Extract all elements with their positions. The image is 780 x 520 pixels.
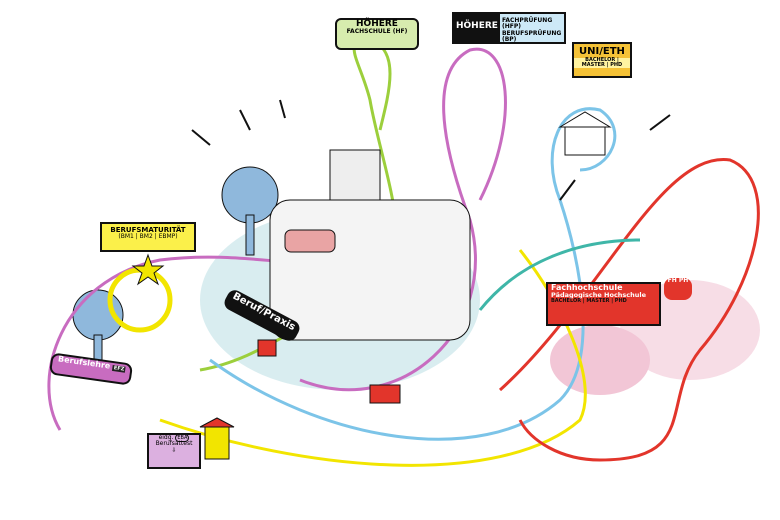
bm-subtitle: (BM1 | BM2 | EBMP): [118, 233, 178, 241]
eba-badge: EBA: [175, 434, 190, 442]
sign-uni-eth: UNI/ETH BACHELOR | MASTER | PHD: [572, 42, 632, 78]
eba-line1: eidg.: [158, 434, 174, 441]
car-icon: [257, 339, 277, 357]
arrow-down-icon: ⇩: [171, 446, 177, 454]
efz-badge: EFZ: [112, 365, 126, 373]
sun-rays: [191, 99, 671, 201]
uni-subtitle: BACHELOR | MASTER | PHD: [574, 57, 630, 68]
booth-icon: [204, 424, 230, 460]
sign-berufsattest: eidg. EBA Berufsattest ⇩: [147, 433, 201, 469]
university-roof: [558, 111, 612, 128]
eba-line2: Berufsattest: [155, 440, 193, 448]
fh-line3: BACHELOR | MASTER | PHD: [551, 298, 627, 305]
bm-title: BERUFSMATURITÄT: [110, 226, 186, 234]
ph-badge: PH: [678, 277, 689, 284]
sign-berufsmaturitaet: BERUFSMATURITÄT (BM1 | BM2 | EBMP): [100, 222, 196, 252]
fh-ph-badge: FH PH: [664, 277, 692, 300]
university-building-icon: [564, 124, 606, 156]
sign-fachhochschule: Fachhochschule Pädagogische Hochschule B…: [546, 282, 661, 326]
hfp-line2: BERUFSPRÜFUNG (BP): [501, 29, 562, 43]
sign-hoehere-fachpruefung: HÖHERE FACHPRÜFUNG (HFP) BERUFSPRÜFUNG (…: [452, 12, 566, 44]
central-castle: [269, 199, 471, 341]
hfp-title: HÖHERE: [454, 14, 500, 42]
bus-icon: [284, 229, 336, 253]
fh-line1: Fachhochschule: [551, 283, 623, 292]
star-icon: [131, 253, 165, 286]
sign-hoehere-fachschule: HÖHERE FACHSCHULE (HF): [335, 18, 419, 50]
hf-title: HÖHERE: [356, 19, 398, 29]
fh-building: [550, 325, 650, 395]
fh-line2: Pädagogische Hochschule: [551, 291, 647, 300]
hfp-line1: FACHPRÜFUNG (HFP): [501, 17, 553, 31]
booth-roof: [199, 417, 235, 428]
tractor-icon: [369, 384, 401, 404]
hf-subtitle: FACHSCHULE (HF): [346, 28, 408, 36]
fh-badge: FH: [667, 277, 677, 284]
tree-trunk: [245, 214, 255, 256]
uni-title: UNI/ETH: [579, 46, 625, 57]
